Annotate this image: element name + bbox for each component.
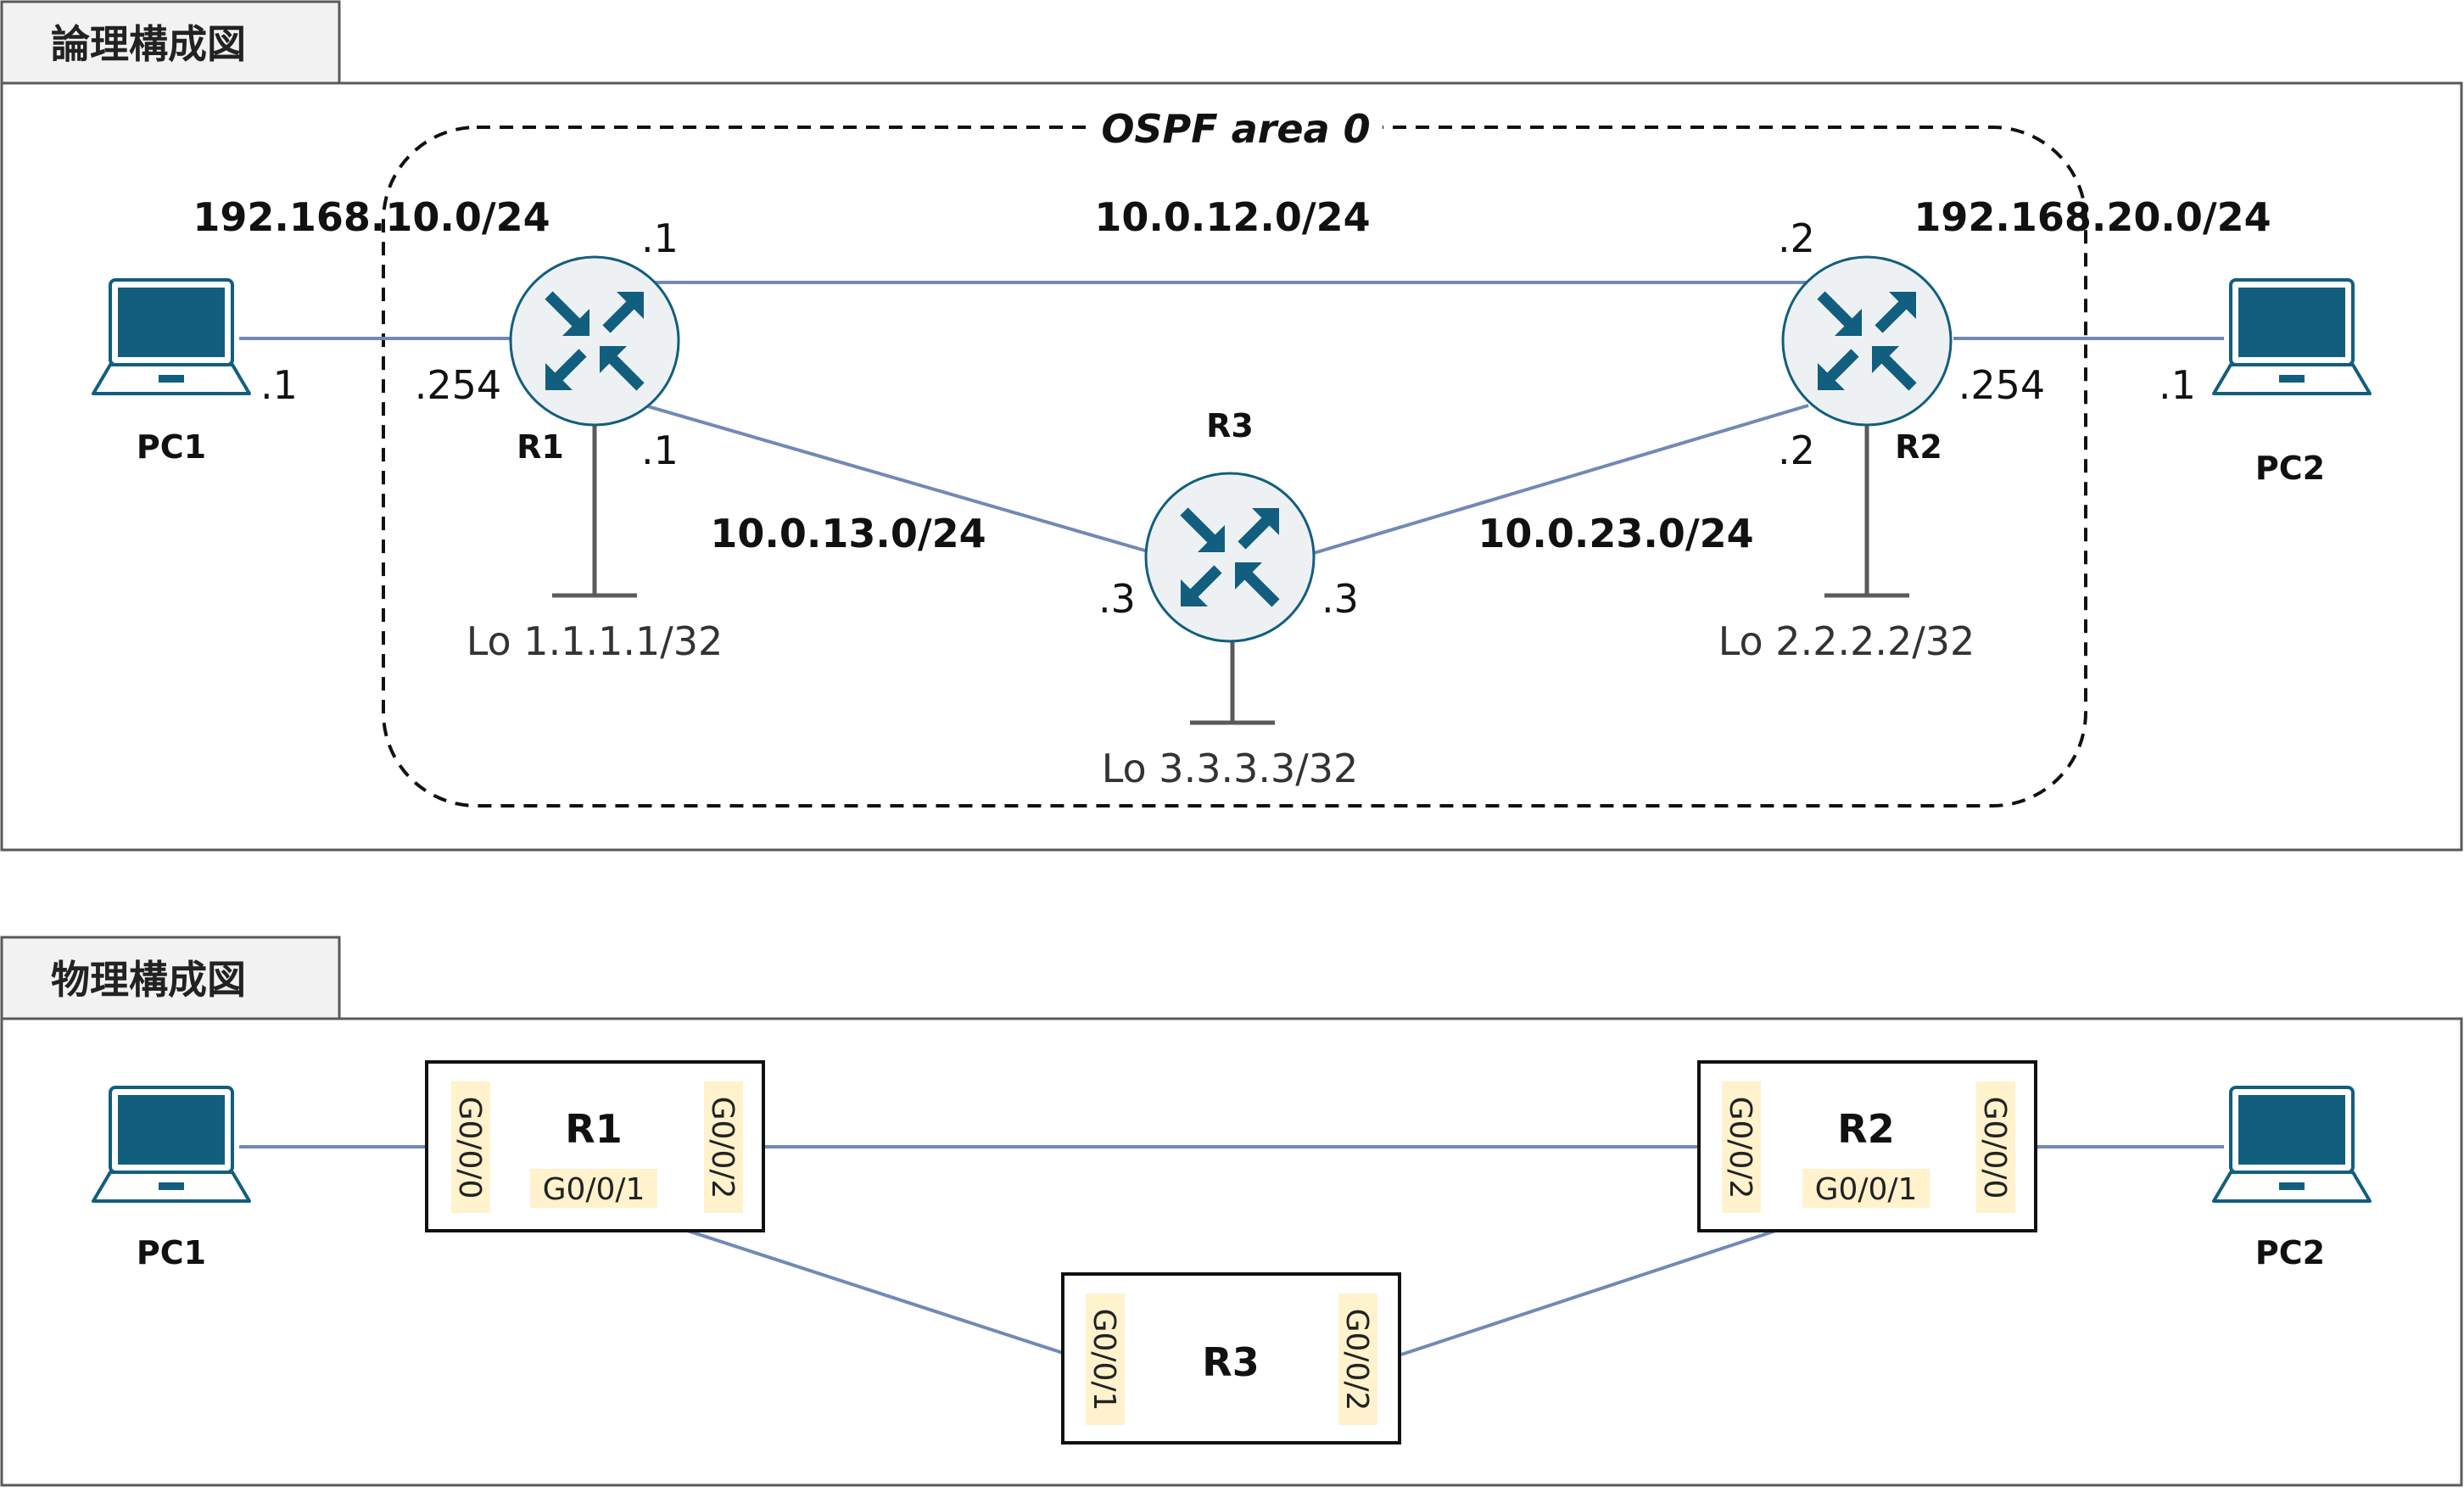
port-r3-g001: G0/0/1 (1087, 1309, 1121, 1411)
net-lan1: 192.168.10.0/24 (193, 194, 550, 240)
plabel-pc1: PC1 (137, 1234, 206, 1271)
port-r2-g001: G0/0/1 (1815, 1172, 1918, 1207)
label-r2: R2 (1895, 428, 1942, 466)
host-r2-to-r3: .2 (1778, 427, 1815, 473)
r1-box-title: R1 (565, 1106, 622, 1152)
logical-frame (0, 81, 2463, 852)
port-r3-g002: G0/0/2 (1339, 1309, 1374, 1411)
port-r2-g000: G0/0/0 (1977, 1097, 2012, 1199)
ppc1-laptop-icon[interactable] (92, 1086, 251, 1203)
label-r3: R3 (1206, 407, 1254, 444)
loopback-r1 (552, 424, 637, 598)
net-r1-r2: 10.0.12.0/24 (1094, 194, 1370, 240)
port-r1-g000: G0/0/0 (452, 1097, 487, 1199)
port-bg-r1-g001 (530, 1169, 657, 1208)
plink-r1-r3 (627, 1210, 1064, 1355)
physical-frame (0, 1017, 2463, 1487)
ospf-area-label: OSPF area 0 (1101, 106, 1370, 152)
port-bg-r3-g001 (1086, 1294, 1125, 1425)
link-r3-r2 (1313, 404, 1809, 555)
plink-r3-r2 (1400, 1210, 1835, 1356)
logical-tab-title: 論理構成図 (51, 21, 246, 67)
host-r1-to-r2: .1 (641, 215, 679, 261)
loopback-r3 (1190, 640, 1275, 725)
host-r1-lan: .254 (415, 362, 501, 408)
pc2-laptop-icon[interactable] (2212, 278, 2372, 395)
port-r2-g002: G0/0/2 (1723, 1097, 1757, 1199)
port-bg-r3-g002 (1338, 1294, 1377, 1425)
lo-r1: Lo 1.1.1.1/32 (467, 618, 724, 664)
label-pc2: PC2 (2255, 450, 2325, 487)
port-r1-g002: G0/0/2 (705, 1097, 740, 1199)
net-r2-r3: 10.0.23.0/24 (1478, 511, 1753, 556)
port-bg-r2-g001 (1802, 1169, 1930, 1208)
port-bg-r2-g002 (1722, 1081, 1761, 1213)
pc1-laptop-icon[interactable] (92, 278, 251, 395)
label-r1: R1 (517, 428, 564, 466)
loopback-r2 (1824, 424, 1909, 598)
host-pc2: .1 (2159, 362, 2196, 408)
host-r1-to-r3: .1 (641, 427, 679, 473)
r3-box-title: R3 (1202, 1339, 1259, 1385)
physical-panel: 物理構成図 R1 R2 R3 G0/0/0 G0/0/2 G0/0/1 G0/0… (0, 936, 2463, 1487)
logical-panel: 論理構成図 OSPF area 0 192.168 (0, 0, 2463, 852)
r1-router-icon[interactable] (511, 257, 679, 425)
port-bg-r2-g000 (1976, 1081, 2015, 1213)
net-lan2: 192.168.20.0/24 (1914, 194, 2271, 240)
host-r3-to-r2: .3 (1321, 576, 1359, 622)
physical-tab-title: 物理構成図 (51, 957, 246, 1003)
link-r1-r3 (591, 388, 1154, 555)
host-r3-to-r1: .3 (1098, 576, 1136, 622)
lo-r2: Lo 2.2.2.2/32 (1718, 618, 1975, 664)
host-pc1: .1 (260, 362, 298, 408)
lo-r3: Lo 3.3.3.3/32 (1102, 746, 1359, 791)
r2-router-icon[interactable] (1783, 257, 1951, 425)
ospf-area-label-bg (1089, 103, 1383, 151)
logical-tab (0, 0, 341, 85)
physical-tab (0, 936, 341, 1020)
host-r2-lan: .254 (1958, 362, 2045, 408)
port-bg-r1-g002 (704, 1081, 743, 1213)
port-r1-g001: G0/0/1 (543, 1172, 645, 1207)
plabel-pc2: PC2 (2255, 1234, 2325, 1271)
port-bg-r1-g000 (451, 1081, 490, 1213)
r2-box-title: R2 (1837, 1106, 1894, 1152)
net-r1-r3: 10.0.13.0/24 (710, 511, 986, 556)
r3-router-icon[interactable] (1146, 473, 1314, 641)
label-pc1: PC1 (137, 428, 206, 466)
ppc2-laptop-icon[interactable] (2212, 1086, 2372, 1203)
host-r2-to-r1: .2 (1778, 215, 1815, 261)
